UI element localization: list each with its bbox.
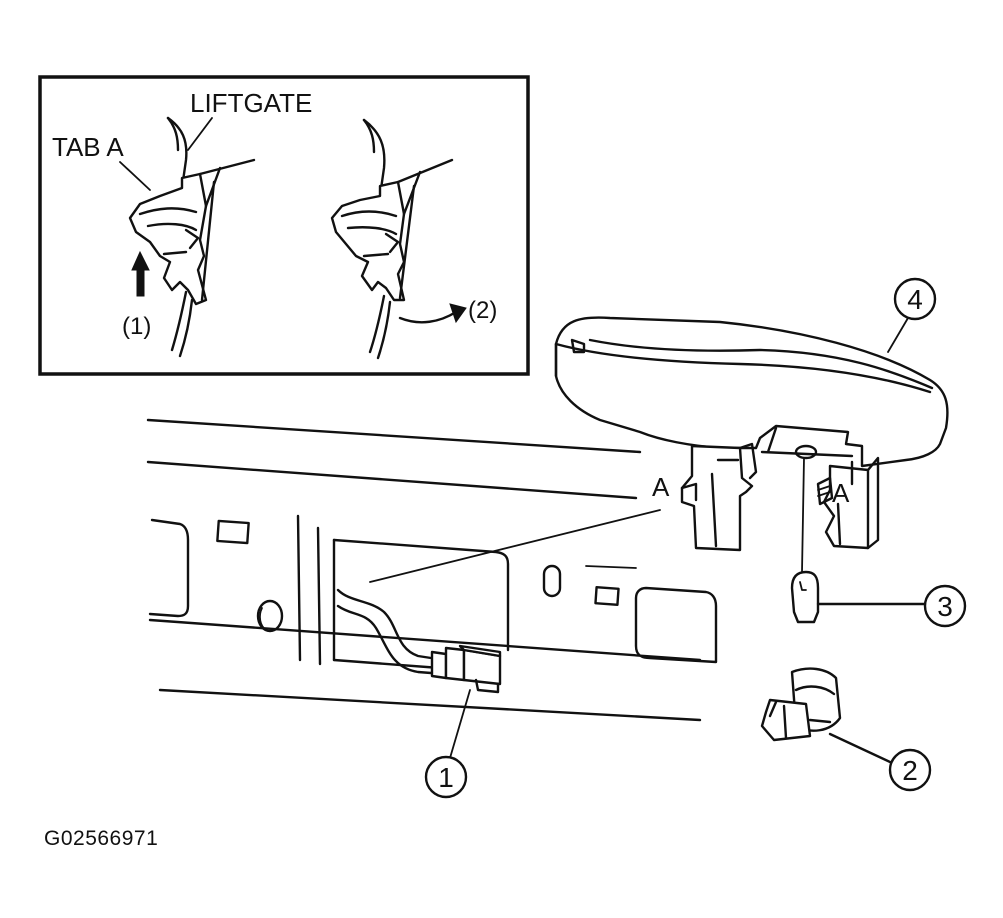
tab-a-marker-right: A [832,478,850,508]
callout-1-number: 1 [438,762,454,793]
callout-4: 4 [893,277,937,321]
wiring-harness-connector [336,588,502,694]
lamp-housing [554,316,949,573]
leader-lines [369,317,909,759]
bulb-port-hole [794,444,818,460]
step-2-label: (2) [468,297,497,324]
inset-frame [38,75,530,376]
tab-a-label: TAB A [52,132,124,162]
panel-round-hole [256,599,284,633]
callout-3-number: 3 [937,591,953,622]
panel-slot [216,519,250,545]
panel-slot [594,586,620,606]
panel-oval-hole [542,564,562,598]
tab-a-marker-left: A [652,472,670,502]
callout-4-number: 4 [907,284,923,315]
liftgate-panel [146,418,718,722]
figure-id: G02566971 [44,827,158,850]
callout-2: 2 [888,748,932,792]
callout-3: 3 [923,584,967,628]
liftgate-label: LIFTGATE [190,88,312,118]
bulb [790,570,930,624]
inset-detail: LIFTGATE TAB A (1) (2) [38,75,530,376]
clip-step-1-drawing [119,116,256,358]
callout-2-number: 2 [902,755,918,786]
step-1-label: (1) [122,313,151,340]
socket [760,667,892,764]
clip-step-2-drawing [330,118,467,360]
callout-1: 1 [424,755,468,799]
